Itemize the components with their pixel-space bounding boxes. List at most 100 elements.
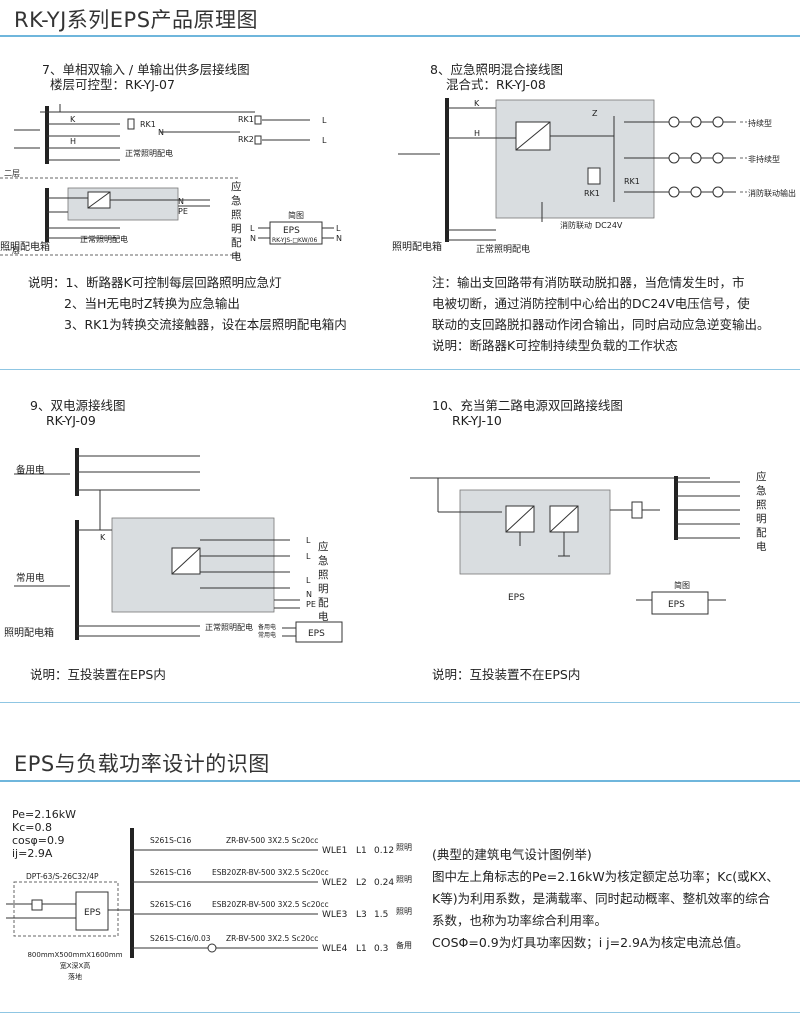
d7-title: 7、单相双输入 / 单输出供多层接线图 楼层可控型：RK-YJ-07 [42, 62, 250, 92]
d7-rk2-label: RK2 [238, 135, 254, 144]
load-desc-2: 图中左上角标志的Pe=2.16kW为核定额定总功率；Kc(或KX、 [432, 869, 779, 884]
section2-title: EPS与负载功率设计的识图 [14, 752, 270, 776]
d7-eps-model: RK-YJS-□KW/06 [272, 237, 317, 244]
d7-k-label: K [70, 115, 76, 124]
bottom-rule [0, 1012, 800, 1013]
load-row-cable: ESB20ZR-BV-500 3X2.5 Sc20cc [212, 900, 329, 909]
d9-title: 9、双电源接线图 RK-YJ-09 [30, 398, 125, 428]
load-row-phase: L2 [356, 878, 367, 888]
d9-n: N [306, 590, 312, 599]
d8-noncont: 非持续型 [748, 155, 780, 164]
mid-rule [0, 369, 800, 370]
d8-firelink: 消防联动 [560, 220, 592, 230]
load-row-phase: L1 [356, 944, 367, 954]
d8-rk1-label: RK1 [584, 189, 600, 198]
load-desc-3: K等)为利用系数，是满载率、同时起动概率、整机效率的综合 [432, 891, 771, 906]
d9-normal-label: 常用电 [16, 573, 45, 584]
load-branch-lines [132, 849, 318, 953]
d10-vertical-label: 应急照明配电 [756, 471, 767, 553]
load-row-id: WLE3 [322, 910, 348, 920]
load-dpt: DPT-63/S-26C32/4P [26, 872, 99, 881]
d7-h-label: H [70, 137, 76, 146]
d9-normal-small: 常用电 [258, 632, 277, 639]
d8-lamp-group [668, 116, 724, 198]
d7-title-line2: 楼层可控型：RK-YJ-07 [50, 77, 175, 92]
load-size: 800mmX500mmX1600mm 宽X深X高 落地 [20, 950, 130, 983]
d9-source-labels: 备用电 常用电 [258, 624, 276, 640]
d10-title-line2: RK-YJ-10 [452, 413, 502, 428]
load-pe: Pe=2.16kW [12, 808, 76, 821]
d10-title: 10、充当第二路电源双回路接线图 RK-YJ-10 [432, 398, 623, 428]
load-row-id: WLE2 [322, 878, 348, 888]
d7-eps-l-out: L [336, 224, 341, 233]
load-row-breaker: S261S-C16/0.03 [150, 934, 211, 943]
d7-eps-n-in: N [250, 234, 256, 243]
d9-backup-label: 备用电 [16, 465, 45, 476]
d8-k-label: K [474, 99, 480, 108]
load-size-dims: 宽X深X高 [59, 962, 91, 970]
load-row-use: 照明 [396, 875, 412, 884]
d7-rk1b-label: RK1 [238, 115, 254, 124]
d9-k-label: K [100, 533, 106, 542]
d8-note-1: 注：输出支回路带有消防联动脱扣器，当危情发生时，市 [432, 275, 745, 290]
d8-panel: 正常照明配电 [476, 245, 531, 255]
d7-eps: EPS [283, 226, 300, 236]
d10-jiantu: 简图 [674, 580, 690, 590]
load-diagram [6, 828, 318, 958]
d7-rk1-label: RK1 [140, 120, 156, 129]
d8-title: 8、应急照明混合接线图 混合式：RK-YJ-08 [430, 62, 563, 92]
d9-backup-small: 备用电 [258, 624, 277, 631]
d7-eps-n-out: N [336, 234, 342, 243]
load-cos: cosφ=0.9 [12, 834, 65, 847]
load-floor: 落地 [68, 973, 82, 981]
d9-title-line1: 9、双电源接线图 [30, 398, 126, 413]
d8-h-label: H [474, 129, 480, 138]
d7-eps-l-in: L [250, 224, 255, 233]
load-row-id: WLE4 [322, 944, 348, 954]
d7-n-top: N [158, 128, 164, 137]
load-row-cable: ZR-BV-500 3X2.5 Sc20cc [226, 836, 319, 845]
d7-note-1: 说明：1、断路器K可控制每层回路照明应急灯 [28, 275, 282, 290]
d9-pe: PE [306, 600, 316, 609]
load-row-use: 照明 [396, 907, 412, 916]
d8-z-label: Z [592, 109, 598, 118]
d8-rk1b-label: RK1 [624, 177, 640, 186]
d7-panel2: 正常照明配电 [80, 234, 128, 244]
d7-l-2: L [322, 136, 327, 145]
d10-eps-label: EPS [508, 593, 525, 603]
load-row-breaker: S261S-C16 [150, 900, 192, 909]
load-row-kw: 0.24 [374, 878, 395, 888]
load-ij: ij=2.9A [12, 847, 53, 860]
load-row-breaker: S261S-C16 [150, 836, 192, 845]
load-row-kw: 1.5 [374, 910, 389, 920]
load-row-use: 备用 [396, 941, 412, 950]
d7-box-label: 照明配电箱 [0, 242, 50, 253]
load-row-phase: L1 [356, 846, 367, 856]
d9-l-1: L [306, 536, 311, 545]
load-row-cable: ESB20ZR-BV-500 3X2.5 Sc20cc [212, 868, 329, 877]
load-kc: Kc=0.8 [12, 821, 52, 834]
d7-floor1: 一层 [4, 246, 20, 255]
d8-note-3: 联动的支回路脱扣器动作闭合输出，同时启动应急逆变输出。 [432, 317, 770, 332]
d8-note-4: 说明：断路器K可控制持续型负载的工作状态 [432, 338, 678, 353]
d9-title-line2: RK-YJ-09 [46, 413, 96, 428]
load-description: (典型的建筑电气设计图例举) 图中左上角标志的Pe=2.16kW为核定额定总功率… [432, 844, 792, 954]
d9-vertical-label: 应急照明配电 [318, 541, 329, 623]
d7-n-bottom: N [178, 197, 184, 206]
d9-diagram: L L L N PE K EPS [14, 448, 343, 643]
load-row-use: 照明 [396, 843, 412, 852]
d9-l-3: L [306, 576, 311, 585]
load-desc-4: 系数，也称为功率综合利用率。 [432, 913, 608, 928]
d7-vertical-label: 应急照明配电 [231, 181, 242, 263]
load-row-kw: 0.12 [374, 846, 395, 856]
d8-notes: 注：输出支回路带有消防联动脱扣器，当危情发生时，市 电被切断，通过消防控制中心给… [432, 272, 770, 356]
d7-note-3: 3、RK1为转换交流接触器，设在本层照明配电箱内 [64, 317, 347, 332]
load-row-kw: 0.3 [374, 944, 389, 954]
d10-note: 说明：互投装置不在EPS内 [432, 667, 581, 682]
d10-title-line1: 10、充当第二路电源双回路接线图 [432, 398, 623, 413]
page-title: RK-YJ系列EPS产品原理图 [14, 8, 259, 32]
d8-box-label: 照明配电箱 [392, 242, 442, 253]
d7-note-2: 2、当H无电时Z转换为应急输出 [64, 296, 240, 311]
d7-floor2: 二层 [4, 169, 20, 178]
d8-note-2: 电被切断，通过消防控制中心给出的DC24V电压信号，使 [432, 296, 750, 311]
